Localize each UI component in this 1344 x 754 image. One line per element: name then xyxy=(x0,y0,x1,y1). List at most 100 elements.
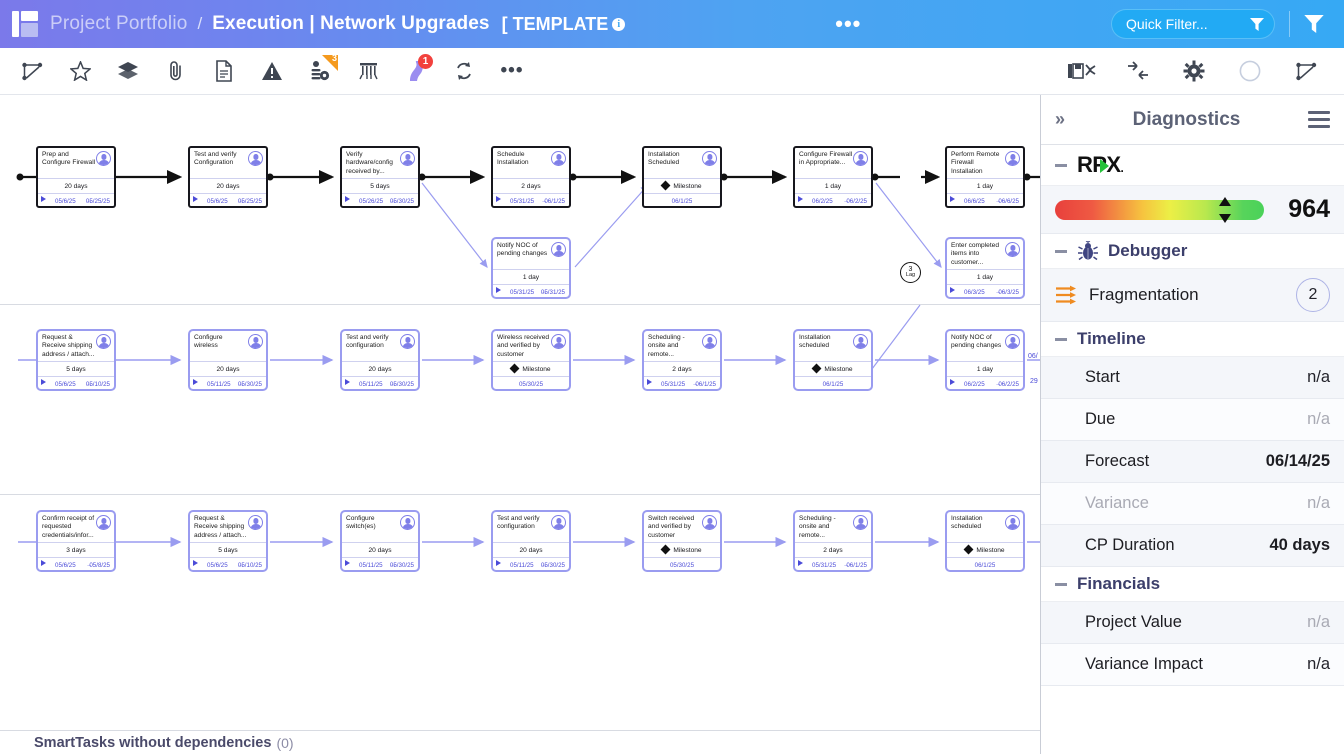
assignee-avatar-icon[interactable] xyxy=(96,515,111,530)
gantt-columns-icon[interactable] xyxy=(350,54,386,88)
assignee-avatar-icon[interactable] xyxy=(853,151,868,166)
collapse-minus-icon[interactable] xyxy=(1055,249,1067,253)
start-play-icon xyxy=(193,560,198,566)
assignee-avatar-icon[interactable] xyxy=(551,334,566,349)
task-node-title: Prep and Configure Firewall xyxy=(42,151,96,167)
task-node-dates: 05/31/25→06/1/25 xyxy=(795,557,871,570)
task-node-duration: 1 day xyxy=(947,178,1023,193)
refresh-sync-icon[interactable] xyxy=(446,54,482,88)
gear-settings-icon[interactable] xyxy=(1176,54,1212,88)
assignee-avatar-icon[interactable] xyxy=(1005,242,1020,257)
task-start-date: 05/26/25 xyxy=(359,198,384,205)
timeline-section-header[interactable]: Timeline xyxy=(1041,322,1344,357)
task-start-date: 05/11/25 xyxy=(359,562,383,569)
resource-settings-icon[interactable]: 3 xyxy=(302,53,338,88)
assignee-avatar-icon[interactable] xyxy=(400,151,415,166)
app-logo-icon[interactable] xyxy=(12,11,38,37)
date-arrow-icon: → xyxy=(541,289,548,296)
assignee-avatar-icon[interactable] xyxy=(551,151,566,166)
assignee-avatar-icon[interactable] xyxy=(1005,515,1020,530)
info-icon[interactable]: i xyxy=(612,17,626,31)
network-diagram-icon[interactable] xyxy=(14,54,50,88)
more-options-icon[interactable]: ••• xyxy=(494,54,530,88)
panel-collapse-chevron-icon[interactable]: » xyxy=(1055,109,1066,129)
debugger-section-header[interactable]: Debugger xyxy=(1041,234,1344,269)
star-favorite-icon[interactable] xyxy=(62,54,98,88)
date-arrow-icon: → xyxy=(86,381,93,388)
assignee-avatar-icon[interactable] xyxy=(702,334,717,349)
document-notes-icon[interactable] xyxy=(206,54,242,88)
financials-section-header[interactable]: Financials xyxy=(1041,567,1344,602)
assignee-avatar-icon[interactable] xyxy=(248,334,263,349)
assignee-avatar-icon[interactable] xyxy=(853,515,868,530)
task-node[interactable]: Configure Firewall in Appropriate...1 da… xyxy=(793,146,873,208)
task-node-dates: 05/6/25→05/25/25 xyxy=(38,193,114,206)
task-start-date: 05/31/25 xyxy=(661,381,686,388)
task-node[interactable]: Confirm receipt of requested credentials… xyxy=(36,510,116,572)
toolbar-right-group xyxy=(1064,54,1344,88)
task-node[interactable]: Verify hardware/config received by...5 d… xyxy=(340,146,420,208)
assignee-avatar-icon[interactable] xyxy=(853,334,868,349)
assignee-avatar-icon[interactable] xyxy=(702,515,717,530)
task-end-date: 06/1/25 xyxy=(846,562,867,569)
assignee-avatar-icon[interactable] xyxy=(702,151,717,166)
quick-filter-input[interactable]: Quick Filter... xyxy=(1111,9,1275,39)
task-node-dates: 05/26/25→05/30/25 xyxy=(342,193,418,206)
breadcrumb-portfolio[interactable]: Project Portfolio xyxy=(50,13,188,34)
collapse-minus-icon[interactable] xyxy=(1055,163,1067,167)
header-overflow-menu[interactable]: ••• xyxy=(835,11,862,36)
collapse-arrows-icon[interactable] xyxy=(1120,54,1156,88)
panel-collapse-icon[interactable] xyxy=(1064,54,1100,88)
circle-status-icon[interactable] xyxy=(1232,54,1268,88)
global-filter-funnel-icon[interactable] xyxy=(1304,15,1324,33)
task-node[interactable]: Switch received and verified by customer… xyxy=(642,510,722,572)
paperclip-attachment-icon[interactable] xyxy=(158,54,194,88)
warning-triangle-icon[interactable] xyxy=(254,54,290,88)
layers-icon[interactable] xyxy=(110,54,146,88)
collapse-minus-icon[interactable] xyxy=(1055,337,1067,341)
resource-badge-count: 3 xyxy=(331,53,337,63)
fragmentation-row[interactable]: Fragmentation 2 xyxy=(1041,269,1344,322)
task-end-date: 05/30/25 xyxy=(669,562,695,569)
assignee-avatar-icon[interactable] xyxy=(551,515,566,530)
assignee-avatar-icon[interactable] xyxy=(551,242,566,257)
rpax-section-header[interactable]: RPX. xyxy=(1041,145,1344,186)
risk-curve-icon[interactable]: 1 xyxy=(398,54,434,88)
assignee-avatar-icon[interactable] xyxy=(96,334,111,349)
assignee-avatar-icon[interactable] xyxy=(248,151,263,166)
task-node[interactable]: Request & Receive shipping address / att… xyxy=(36,329,116,391)
hamburger-menu-icon[interactable] xyxy=(1308,111,1330,128)
assignee-avatar-icon[interactable] xyxy=(248,515,263,530)
collapse-minus-icon[interactable] xyxy=(1055,582,1067,586)
gauge-needle-bottom-icon xyxy=(1219,213,1232,223)
assignee-avatar-icon[interactable] xyxy=(400,515,415,530)
task-node[interactable]: Wireless received and verified by custom… xyxy=(491,329,571,391)
assignee-avatar-icon[interactable] xyxy=(1005,334,1020,349)
task-node[interactable]: Request & Receive shipping address / att… xyxy=(188,510,268,572)
task-end-date: 05/10/25 xyxy=(85,381,110,388)
task-node-dates: 05/11/25→05/30/25 xyxy=(342,557,418,570)
task-node[interactable]: Enter completed items into customer...1 … xyxy=(945,237,1025,299)
assignee-avatar-icon[interactable] xyxy=(96,151,111,166)
network-view-icon[interactable] xyxy=(1288,54,1324,88)
task-end-date: 06/1/25 xyxy=(822,381,844,388)
assignee-avatar-icon[interactable] xyxy=(1005,151,1020,166)
task-node-duration: 20 days xyxy=(190,178,266,193)
assignee-avatar-icon[interactable] xyxy=(400,334,415,349)
